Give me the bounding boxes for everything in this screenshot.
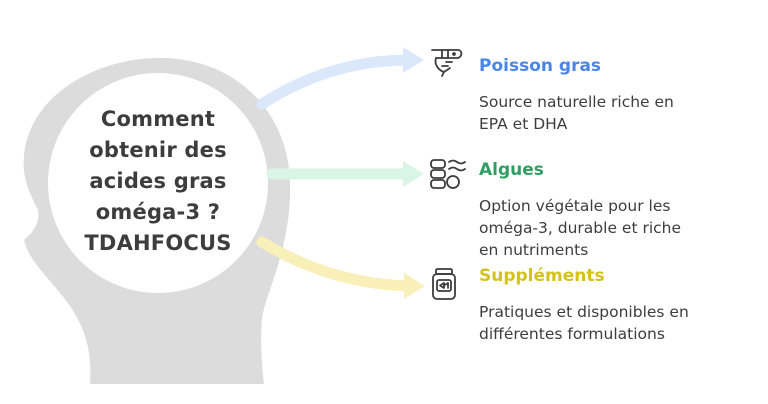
item-desc-line: Option végétale pour les [479, 197, 671, 215]
fish-icon [431, 49, 463, 77]
central-question-line: acides gras [89, 169, 227, 193]
item-desc-line: Source naturelle riche en [479, 93, 674, 111]
item-desc-line: oméga-3, durable et riche [479, 219, 682, 237]
item-title-poisson-gras: Poisson gras [479, 56, 602, 76]
item-desc-supplements: Pratiques et disponibles en différentes … [479, 301, 759, 345]
head-circle [48, 73, 268, 293]
central-question-line: oméga-3 ? [95, 200, 221, 224]
item-title-algues: Algues [479, 160, 544, 180]
item-desc-line: différentes formulations [479, 325, 665, 343]
central-question-line: TDAHFOCUS [84, 231, 232, 255]
arrow-poisson-gras [256, 54, 416, 110]
item-title-supplements: Suppléments [479, 266, 605, 286]
item-desc-algues: Option végétale pour les oméga-3, durabl… [479, 195, 759, 261]
item-desc-line: en nutriments [479, 241, 589, 259]
central-question-line: obtenir des [89, 138, 227, 162]
arrowhead-algues [403, 161, 424, 187]
arrow-supplements [256, 236, 416, 292]
arrowhead-supplements [404, 273, 425, 299]
supplement-jar-icon [432, 268, 456, 300]
central-question-line: Comment [100, 107, 216, 131]
central-question: Comment obtenir des acides gras oméga-3 … [60, 104, 256, 259]
item-desc-line: Pratiques et disponibles en [479, 303, 689, 321]
arrowhead-poisson-gras [403, 47, 424, 73]
item-desc-poisson-gras: Source naturelle riche en EPA et DHA [479, 91, 759, 135]
item-desc-line: EPA et DHA [479, 115, 568, 133]
algae-icon [430, 159, 466, 189]
